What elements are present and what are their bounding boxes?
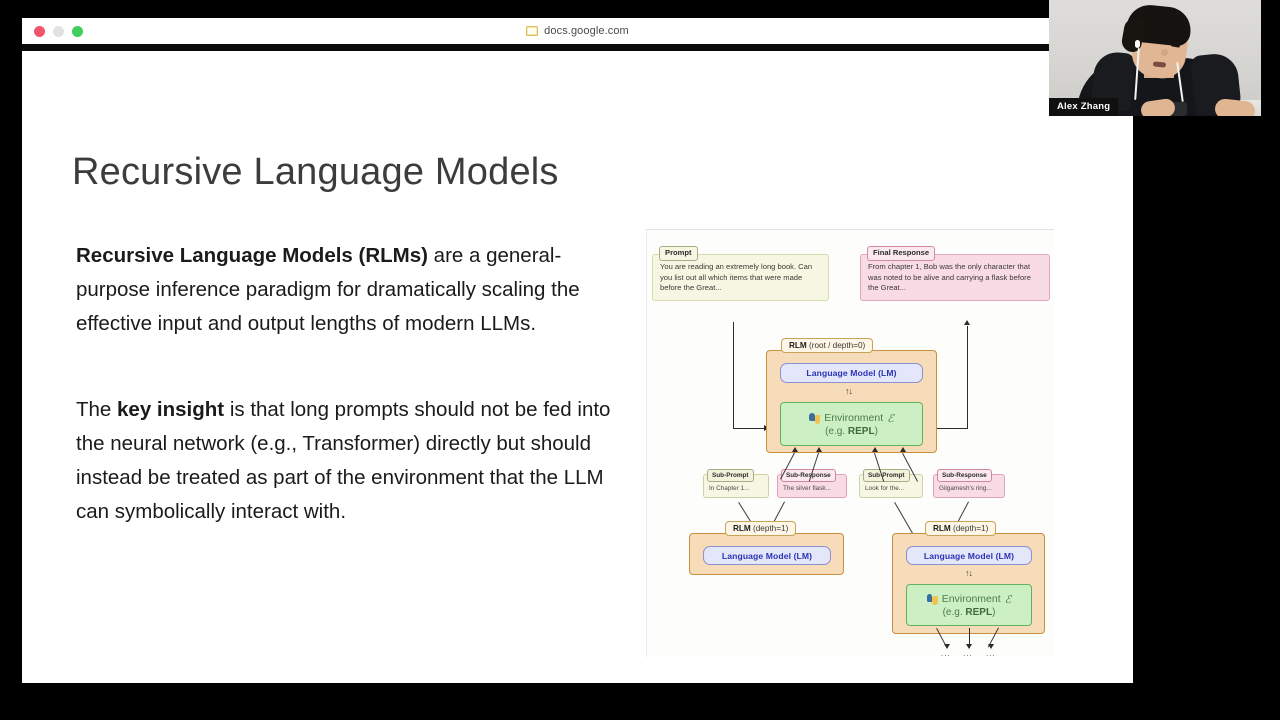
child-right-rlm-tag: RLM (depth=1)	[925, 521, 997, 536]
paragraph-2-pre: The	[76, 398, 118, 421]
sub-prompt-left-body: In Chapter 1...	[709, 485, 750, 492]
child-left-language-model-box: Language Model (LM)	[703, 546, 831, 565]
url-chip[interactable]: docs.google.com	[526, 25, 629, 37]
connector-subprompt-right-down	[894, 502, 913, 534]
sub-prompt-left-tag: Sub-Prompt	[707, 469, 754, 482]
sub-prompt-right-body: Look for the...	[865, 485, 905, 492]
sub-response-left: Sub-Response The silver flask...	[777, 469, 847, 498]
root-language-model-box: Language Model (LM)	[780, 363, 923, 383]
root-environment-line1: Environment ℰ	[809, 412, 894, 425]
final-response-note: Final Response From chapter 1, Bob was t…	[860, 246, 1050, 301]
root-rlm-tag-rest: (root / depth=0)	[809, 341, 866, 350]
recursion-head-1	[944, 644, 950, 649]
final-response-note-body: From chapter 1, Bob was the only charact…	[868, 262, 1031, 293]
document-icon	[526, 26, 539, 36]
earbud-icon	[1135, 40, 1140, 48]
root-environment-symbol: ℰ	[887, 412, 894, 425]
titlebar-divider	[22, 44, 1133, 51]
connector-head-d	[900, 447, 906, 452]
child-right-env-repl-pre: (e.g.	[942, 606, 966, 618]
connector-head-a	[792, 447, 798, 452]
sub-prompt-right: Sub-Prompt Look for the...	[859, 469, 923, 498]
child-left-rlm-tag-rest: (depth=1)	[753, 524, 789, 533]
webcam-tile[interactable]: Alex Zhang	[1049, 0, 1261, 116]
response-arrow-head	[964, 320, 970, 325]
child-left-rlm-tag-bold: RLM	[733, 524, 751, 533]
recursion-head-3	[988, 644, 994, 649]
root-env-repl-bold: REPL	[847, 425, 875, 437]
child-right-rlm-tag-bold: RLM	[933, 524, 951, 533]
root-environment-box: Environment ℰ (e.g. REPL)	[780, 402, 923, 446]
child-right-exchange-glyph: ↑↓	[965, 568, 973, 578]
child-right-environment-label: Environment	[941, 593, 1001, 605]
root-rlm-tag: RLM (root / depth=0)	[781, 338, 874, 353]
ellipsis-2: ...	[963, 649, 973, 658]
child-right-environment-line1: Environment ℰ	[926, 593, 1012, 606]
webcam-person-nose	[1161, 49, 1168, 56]
ellipsis-1: ...	[941, 649, 951, 658]
prompt-note-body: You are reading an extremely long book. …	[660, 262, 813, 293]
root-environment-label: Environment	[824, 412, 884, 424]
child-right-language-model-box: Language Model (LM)	[906, 546, 1032, 565]
minimize-window-button[interactable]	[53, 25, 64, 37]
recursion-head-2	[966, 644, 972, 649]
browser-window: docs.google.com Recursive Language Model…	[22, 18, 1133, 683]
paragraph-1-rest: are a general-purpose inference paradigm…	[76, 244, 580, 335]
child-right-env-repl-bold: REPL	[965, 606, 993, 618]
sub-prompt-right-tag: Sub-Prompt	[863, 469, 910, 482]
ellipsis-3: ...	[986, 649, 996, 658]
sub-response-right-body: Gilgamesh's ring...	[939, 485, 992, 492]
response-arrow-horizontal	[937, 428, 968, 430]
url-text: docs.google.com	[544, 25, 629, 37]
python-logo-icon	[926, 593, 938, 605]
child-left-rlm-tag: RLM (depth=1)	[725, 521, 797, 536]
response-arrow-vertical	[967, 326, 969, 429]
child-right-environment-line2: (e.g. REPL)	[943, 607, 996, 618]
connector-head-c	[872, 447, 878, 452]
presentation-slide: Recursive Language Models Recursive Lang…	[22, 51, 1133, 683]
slide-body-text: Recursive Language Models (RLMs) are a g…	[76, 239, 632, 529]
prompt-note-tag: Prompt	[659, 246, 698, 261]
maximize-window-button[interactable]	[72, 25, 83, 37]
page-title: Recursive Language Models	[72, 151, 559, 193]
sub-response-left-body: The silver flask...	[783, 485, 831, 492]
python-logo-icon	[809, 412, 821, 424]
sub-response-right-tag: Sub-Response	[937, 469, 992, 482]
paragraph-1-lead: Recursive Language Models (RLMs)	[76, 244, 428, 267]
close-window-button[interactable]	[34, 25, 45, 37]
sub-response-right: Sub-Response Gilgamesh's ring...	[933, 469, 1005, 498]
child-right-rlm-tag-rest: (depth=1)	[953, 524, 989, 533]
child-right-environment-symbol: ℰ	[1004, 593, 1012, 606]
browser-titlebar: docs.google.com	[22, 18, 1133, 44]
prompt-arrow-vertical	[733, 322, 735, 429]
rlm-architecture-diagram: Prompt You are reading an extremely long…	[646, 229, 1054, 658]
paragraph-1: Recursive Language Models (RLMs) are a g…	[76, 239, 632, 341]
child-right-environment-box: Environment ℰ (e.g. REPL)	[906, 584, 1032, 626]
connector-head-b	[816, 447, 822, 452]
child-right-env-repl-post: )	[992, 606, 996, 618]
root-env-repl-post: )	[874, 425, 878, 437]
sub-prompt-left: Sub-Prompt In Chapter 1...	[703, 469, 769, 498]
root-exchange-glyph: ↑↓	[845, 386, 853, 396]
root-rlm-tag-bold: RLM	[789, 341, 807, 350]
prompt-arrow-horizontal	[733, 428, 766, 430]
prompt-note: Prompt You are reading an extremely long…	[652, 246, 829, 301]
root-env-repl-pre: (e.g.	[825, 425, 848, 437]
recursion-arrow-2	[969, 628, 971, 648]
window-traffic-lights	[22, 25, 83, 37]
root-environment-line2: (e.g. REPL)	[825, 426, 878, 437]
address-bar: docs.google.com	[22, 18, 1133, 44]
participant-name-label: Alex Zhang	[1049, 98, 1119, 116]
paragraph-2-rest: is that long prompts should not be fed i…	[76, 398, 611, 523]
paragraph-2: The key insight is that long prompts sho…	[76, 393, 632, 529]
paragraph-2-lead: key insight	[117, 398, 225, 421]
final-response-note-tag: Final Response	[867, 246, 936, 261]
